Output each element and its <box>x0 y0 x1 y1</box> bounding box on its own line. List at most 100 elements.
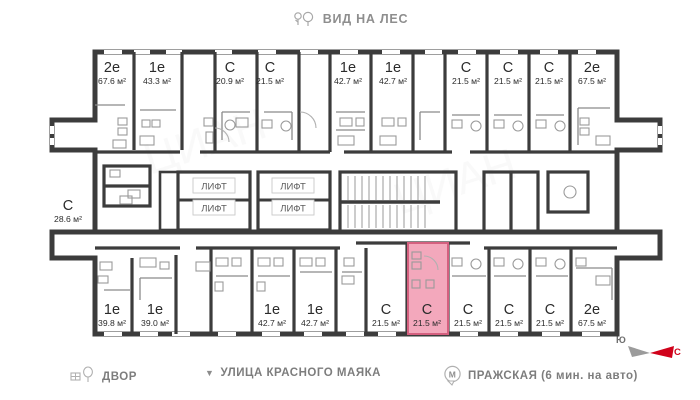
unit-label[interactable]: С20.9 м² <box>216 60 244 86</box>
unit-area: 67.5 м² <box>578 318 606 328</box>
unit-type: 1е <box>149 60 165 76</box>
unit-area: 67.6 м² <box>98 76 126 86</box>
elevator-labels: ЛИФТ ЛИФТ ЛИФТ ЛИФТ <box>192 177 315 216</box>
elevator-label: ЛИФТ <box>192 199 236 216</box>
unit-type: С <box>461 60 471 76</box>
unit-area: 43.3 м² <box>143 76 171 86</box>
unit-type: С <box>463 302 473 318</box>
top-party-walls <box>132 52 572 152</box>
unit-area: 21.5 м² <box>256 76 284 86</box>
elevator-label: ЛИФТ <box>192 177 236 194</box>
compass-south-needle <box>628 346 650 357</box>
bottom-interior-partitions <box>104 267 613 300</box>
unit-type: С <box>422 302 432 318</box>
header-title: ВИД НА ЛЕС <box>322 12 409 26</box>
left-wing-fixtures <box>119 195 133 205</box>
unit-type: С <box>225 60 235 76</box>
core-left-fixtures <box>109 169 577 199</box>
top-interior-partitions <box>95 104 610 145</box>
svg-text:М: М <box>449 370 457 380</box>
unit-area: 42.7 м² <box>334 76 362 86</box>
unit-area: 21.5 м² <box>536 318 564 328</box>
unit-label[interactable]: С21.5 м² <box>535 60 563 86</box>
metro-label: ПРАЖСКАЯ (6 мин. на авто) <box>468 370 638 382</box>
unit-label[interactable]: С21.5 м² <box>256 60 284 86</box>
elevator-label: ЛИФТ <box>271 177 315 194</box>
unit-type: С <box>381 302 391 318</box>
unit-area: 21.5 м² <box>413 318 441 328</box>
bottom-corridor-wall <box>95 241 617 250</box>
bottom-block <box>49 195 663 337</box>
core-right-rooms <box>482 170 590 234</box>
unit-area: 21.5 м² <box>454 318 482 328</box>
unit-label[interactable]: С28.6 м² <box>54 198 82 224</box>
bottom-fixtures <box>97 251 611 292</box>
unit-type: 1е <box>340 60 356 76</box>
unit-label[interactable]: С21.5 м² <box>495 302 523 328</box>
header: ВИД НА ЛЕС <box>0 8 700 30</box>
unit-type: 1е <box>104 302 120 318</box>
chevron-down-icon: ▼ <box>205 367 215 378</box>
compass-needle <box>628 346 674 358</box>
unit-label[interactable]: С21.5 м² <box>536 302 564 328</box>
unit-area: 39.8 м² <box>98 318 126 328</box>
unit-area: 21.5 м² <box>452 76 480 86</box>
elevator-text: ЛИФТ <box>201 204 227 215</box>
elevator-text: ЛИФТ <box>280 182 306 193</box>
unit-area: 67.5 м² <box>578 76 606 86</box>
unit-area: 42.7 м² <box>258 318 286 328</box>
unit-type: 1е <box>307 302 323 318</box>
unit-type: 1е <box>264 302 280 318</box>
elevator-text: ЛИФТ <box>201 182 227 193</box>
unit-type: С <box>504 302 514 318</box>
unit-area: 20.9 м² <box>216 76 244 86</box>
top-fixtures <box>112 111 611 149</box>
elevator-box <box>271 177 315 194</box>
metro-pin-icon: М <box>443 365 462 387</box>
yard-label: ДВОР <box>102 370 137 383</box>
compass-north-label: С <box>674 347 681 358</box>
building-core <box>93 152 619 234</box>
unit-type: С <box>63 198 73 214</box>
elevator-text: ЛИФТ <box>280 204 306 215</box>
unit-label[interactable]: С21.5 м² <box>372 302 400 328</box>
unit-type: С <box>503 60 513 76</box>
unit-area: 21.5 м² <box>495 318 523 328</box>
unit-label[interactable]: С21.5 м² <box>452 60 480 86</box>
unit-label-selected[interactable]: С21.5 м² <box>413 302 441 328</box>
unit-area: 21.5 м² <box>535 76 563 86</box>
unit-type: 2е <box>104 60 120 76</box>
unit-area: 28.6 м² <box>54 214 82 224</box>
bottom-exterior-wall <box>49 229 663 337</box>
legend-street: ▼ УЛИЦА КРАСНОГО МАЯКА <box>205 367 381 379</box>
elevator-box <box>192 199 236 216</box>
unit-type: 1е <box>385 60 401 76</box>
unit-area: 42.7 м² <box>301 318 329 328</box>
core-left-rooms <box>102 164 152 208</box>
unit-label[interactable]: С21.5 м² <box>454 302 482 328</box>
legend-yard: ДВОР <box>70 366 137 387</box>
unit-type: 2е <box>584 302 600 318</box>
unit-label[interactable]: С21.5 м² <box>494 60 522 86</box>
unit-type: 1е <box>147 302 163 318</box>
unit-type: 2е <box>584 60 600 76</box>
elevator-box <box>192 177 236 194</box>
legend-metro: М ПРАЖСКАЯ (6 мин. на авто) <box>443 365 638 387</box>
compass-north-needle <box>650 346 674 358</box>
unit-area: 21.5 м² <box>372 318 400 328</box>
unit-type: С <box>544 60 554 76</box>
elevator-label: ЛИФТ <box>271 199 315 216</box>
unit-area: 39.0 м² <box>141 318 169 328</box>
